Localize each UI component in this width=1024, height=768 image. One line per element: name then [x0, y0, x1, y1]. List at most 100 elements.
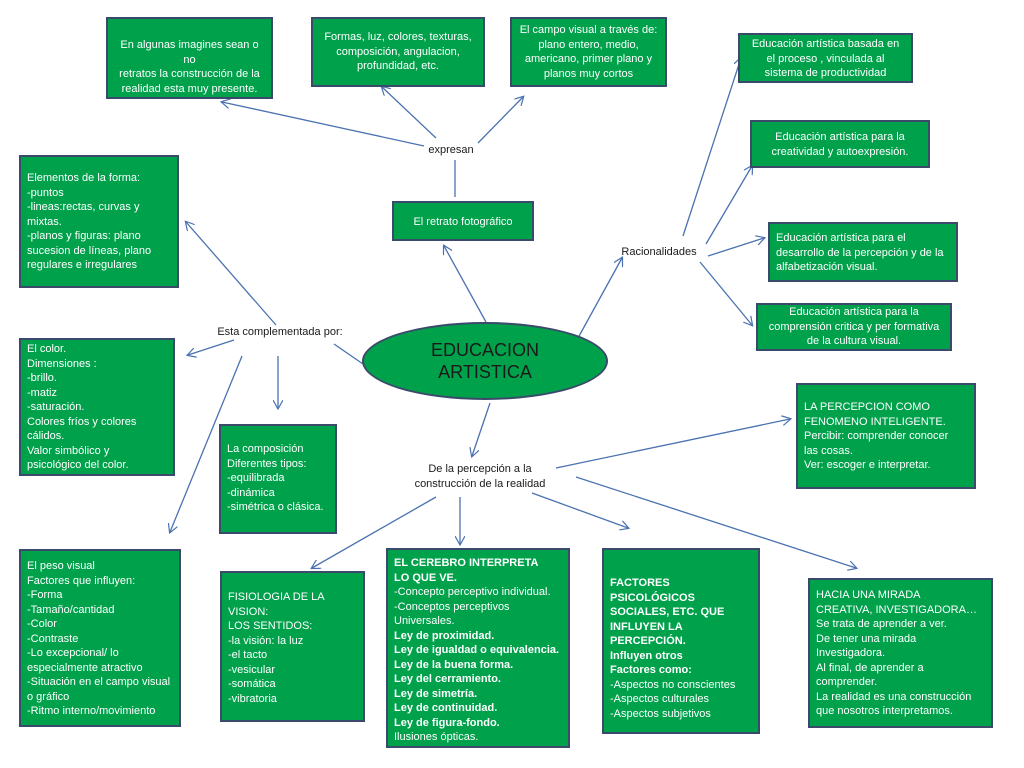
link-rac-proceso: [682, 58, 741, 237]
link-expresan-formas: [382, 87, 437, 139]
box-line: La composición: [227, 443, 304, 455]
box-line: FENOMENO INTELIGENTE.: [804, 415, 946, 428]
label-percepcion-line-1: De la percepción a la: [428, 463, 532, 475]
box-line: -Conceptos perceptivos: [394, 600, 510, 613]
box-line: Educación artística basada en: [751, 38, 900, 50]
box-line: americano, primer plano y: [524, 53, 653, 65]
box-line: Se trata de aprender a ver.: [816, 618, 947, 630]
box-line: el proceso , vinculada al: [766, 52, 885, 65]
link-rac-comprension: [699, 261, 752, 325]
link-center-racionalidades: [577, 258, 622, 339]
box-line: El peso visual: [27, 560, 95, 572]
box-line: cálidos.: [27, 430, 65, 442]
box-line: INFLUYEN LA: [610, 620, 683, 633]
box-line: especialmente atractivo: [27, 661, 143, 674]
box-line: planos muy cortos: [543, 67, 634, 80]
link-expresan-campo: [477, 97, 523, 144]
link-per-mirada: [575, 476, 856, 568]
box-line: -Forma: [27, 589, 63, 601]
label-racionalidades: Racionalidades: [621, 246, 697, 258]
box-line: Educación artística para el: [776, 232, 906, 244]
box-line: Universales.: [394, 615, 455, 627]
box-line: En algunas imagines sean o no: [120, 39, 259, 66]
box-line: EL CEREBRO INTERPRETA: [394, 557, 539, 569]
box-line: Ley de la buena forma.: [394, 658, 514, 671]
box-line: LOS SENTIDOS:: [228, 620, 313, 632]
box-formas-luz-colores: Formas, luz, colores, texturas, composici…: [311, 17, 485, 87]
box-line: Percibir: comprender conocer: [804, 430, 949, 442]
box-line: Dimensiones :: [27, 357, 97, 370]
box-line: Factores como:: [610, 664, 692, 676]
box-line: -Situación en el campo visual: [27, 676, 171, 688]
box-line: -Aspectos no conscientes: [610, 678, 736, 691]
box-line: Educación artística para la: [775, 131, 905, 143]
box-line: SOCIALES, ETC. QUE: [610, 606, 725, 618]
box-line: realidad esta muy presente.: [121, 82, 258, 95]
link-comp-elementos: [186, 222, 277, 326]
box-line: De tener una mirada: [816, 632, 917, 645]
box-line: desarrollo de la percepción y de la: [776, 246, 944, 259]
link-rac-percepcion: [707, 238, 764, 257]
box-line: Ley de simetría.: [394, 687, 478, 700]
box-retrato-fotografico: El retrato fotográfico: [392, 201, 534, 241]
center-node-educacion-artistica: EDUCACION ARTISTICA: [362, 322, 608, 400]
box-line: -puntos: [27, 186, 64, 199]
box-line: -lineas:rectas, curvas y: [27, 201, 140, 213]
box-line: -el tacto: [228, 649, 268, 661]
box-line: Al final, de aprender a: [816, 661, 924, 674]
box-line: -matiz: [27, 386, 57, 399]
box-line: o gráfico: [27, 690, 70, 703]
label-percepcion-line-2: construcción de la realidad: [414, 477, 546, 490]
box-line: -Color: [27, 618, 57, 630]
box-line: -equilibrada: [227, 472, 285, 484]
box-line: FISIOLOGIA DE LA: [228, 591, 325, 603]
box-line: creatividad y autoexpresión.: [771, 145, 909, 158]
box-line: -vibratoria: [228, 692, 277, 705]
box-line: las cosas.: [804, 444, 853, 457]
box-line: -saturación.: [27, 401, 85, 413]
box-line: -planos y figuras: plano: [27, 230, 141, 242]
box-line: HACIA UNA MIRADA: [816, 589, 921, 601]
box-line: -Contraste: [27, 632, 79, 645]
box-line: Formas, luz, colores, texturas,: [324, 31, 472, 43]
label-expresan: expresan: [428, 144, 474, 156]
box-line: Ley del cerramiento.: [394, 673, 501, 685]
box-line: Educación artística para la: [789, 306, 919, 318]
box-line: comprender.: [816, 676, 878, 688]
box-campo-visual: El campo visual a través de: plano entero…: [510, 17, 667, 87]
box-line: -Aspectos subjetivos: [610, 707, 711, 720]
link-per-fenomeno: [555, 419, 790, 469]
box-line: -Tamaño/cantidad: [27, 603, 115, 616]
box-line: -Concepto perceptivo individual.: [394, 586, 551, 598]
box-line: que nosotros interpretamos.: [816, 705, 953, 717]
box-line: -simétrica o clásica.: [227, 501, 324, 513]
box-line: Factores que influyen:: [27, 574, 136, 587]
box-line: comprensión critica y per formativa: [768, 320, 940, 333]
box-line: sistema de productividad: [764, 67, 887, 79]
box-line: plano entero, medio,: [538, 38, 639, 51]
box-line: regulares e irregulares: [27, 259, 138, 271]
box-line: retratos la construcción de la: [119, 68, 260, 80]
box-line: Elementos de la forma:: [27, 172, 141, 184]
box-line: composición, angulacion,: [336, 45, 460, 58]
box-educacion-comprension: Educación artística para la comprensión c…: [756, 303, 952, 351]
box-line: -Aspectos culturales: [610, 693, 710, 705]
box-line: El campo visual a través de:: [519, 24, 658, 36]
link-rac-creatividad: [705, 166, 752, 245]
box-line: Diferentes tipos:: [227, 457, 307, 470]
box-educacion-proceso: Educación artística basada en el proceso …: [738, 33, 913, 83]
box-line: Colores fríos y colores: [27, 415, 137, 428]
box-line: -Lo excepcional/ lo: [27, 647, 119, 659]
link-per-fisiologia: [312, 496, 437, 568]
box-educacion-creatividad: Educación artística para la creatividad y…: [750, 120, 930, 168]
box-imagenes-realidad: En algunas imagines sean o no retratos la…: [106, 17, 273, 99]
box-line: Ley de continuidad.: [394, 702, 498, 714]
link-center-percepcion: [472, 402, 491, 456]
